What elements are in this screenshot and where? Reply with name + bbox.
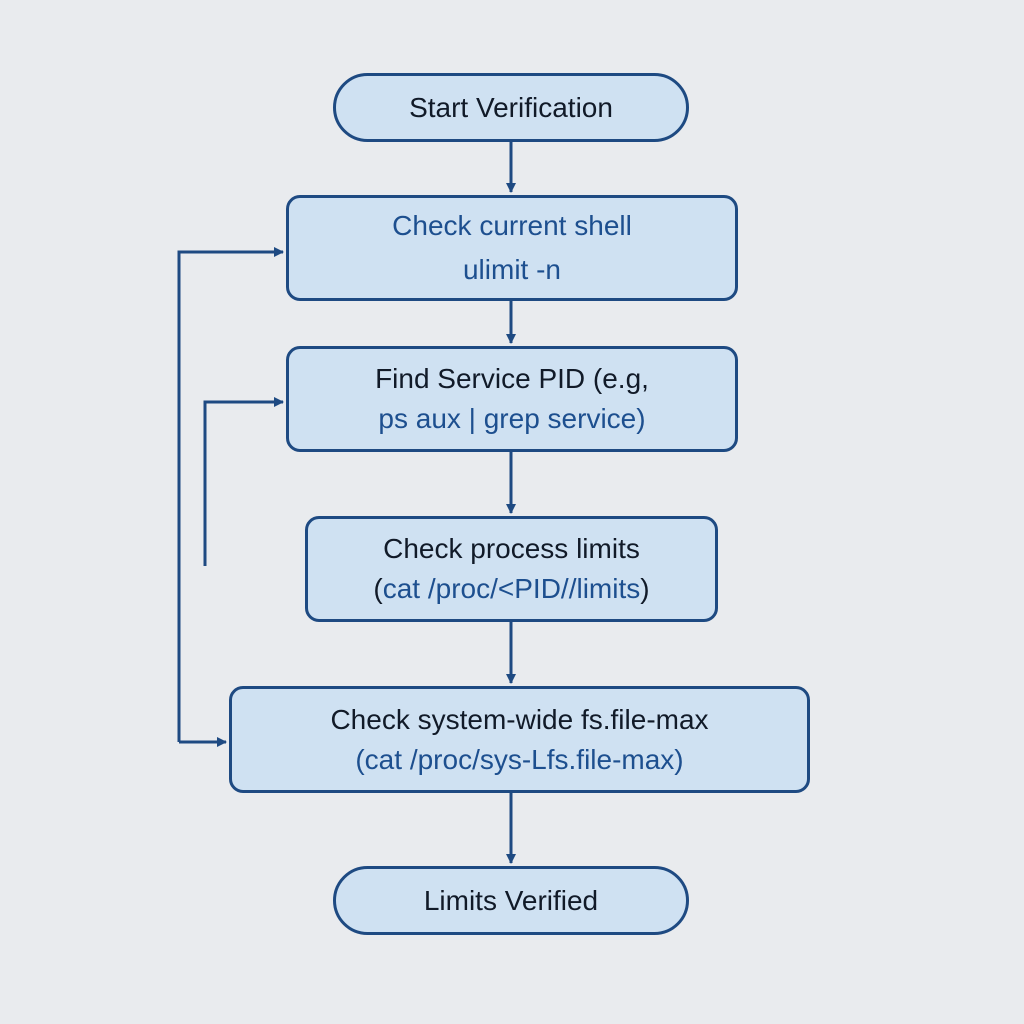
sys-node-label: Check system-wide fs.file-max bbox=[330, 703, 709, 735]
proc-node-command: (cat /proc/<PID//limits) bbox=[373, 569, 649, 609]
sys-node-command: (cat /proc/sys-Lfs.file-max) bbox=[355, 743, 684, 775]
check-process-limits-node: Check process limits (cat /proc/<PID//li… bbox=[305, 516, 718, 622]
shell-node-command: ulimit -n bbox=[462, 254, 561, 285]
start-node-label: Start Verification bbox=[409, 91, 613, 123]
end-node-label: Limits Verified bbox=[423, 884, 599, 916]
check-system-wide-node: Check system-wide fs.file-max (cat /proc… bbox=[229, 686, 810, 793]
proc-close-paren: ) bbox=[640, 573, 650, 604]
proc-open-paren: ( bbox=[373, 573, 383, 604]
pid-node-command: ps aux | grep service) bbox=[378, 403, 646, 434]
pid-node-label: Find Service PID (e.g, bbox=[375, 363, 649, 394]
loop-inner-to-pid bbox=[203, 397, 284, 566]
start-verification-node: Start Verification bbox=[333, 73, 689, 142]
proc-node-label: Check process limits bbox=[383, 533, 640, 564]
find-pid-node: Find Service PID (e.g, ps aux | grep ser… bbox=[286, 346, 738, 452]
shell-node-label: Check current shell bbox=[392, 210, 632, 241]
proc-command-text: cat /proc/<PID//limits bbox=[382, 573, 641, 604]
limits-verified-node: Limits Verified bbox=[333, 866, 689, 935]
check-shell-node: Check current shell ulimit -n bbox=[286, 195, 738, 301]
loop-outer-to-shell bbox=[177, 247, 284, 742]
